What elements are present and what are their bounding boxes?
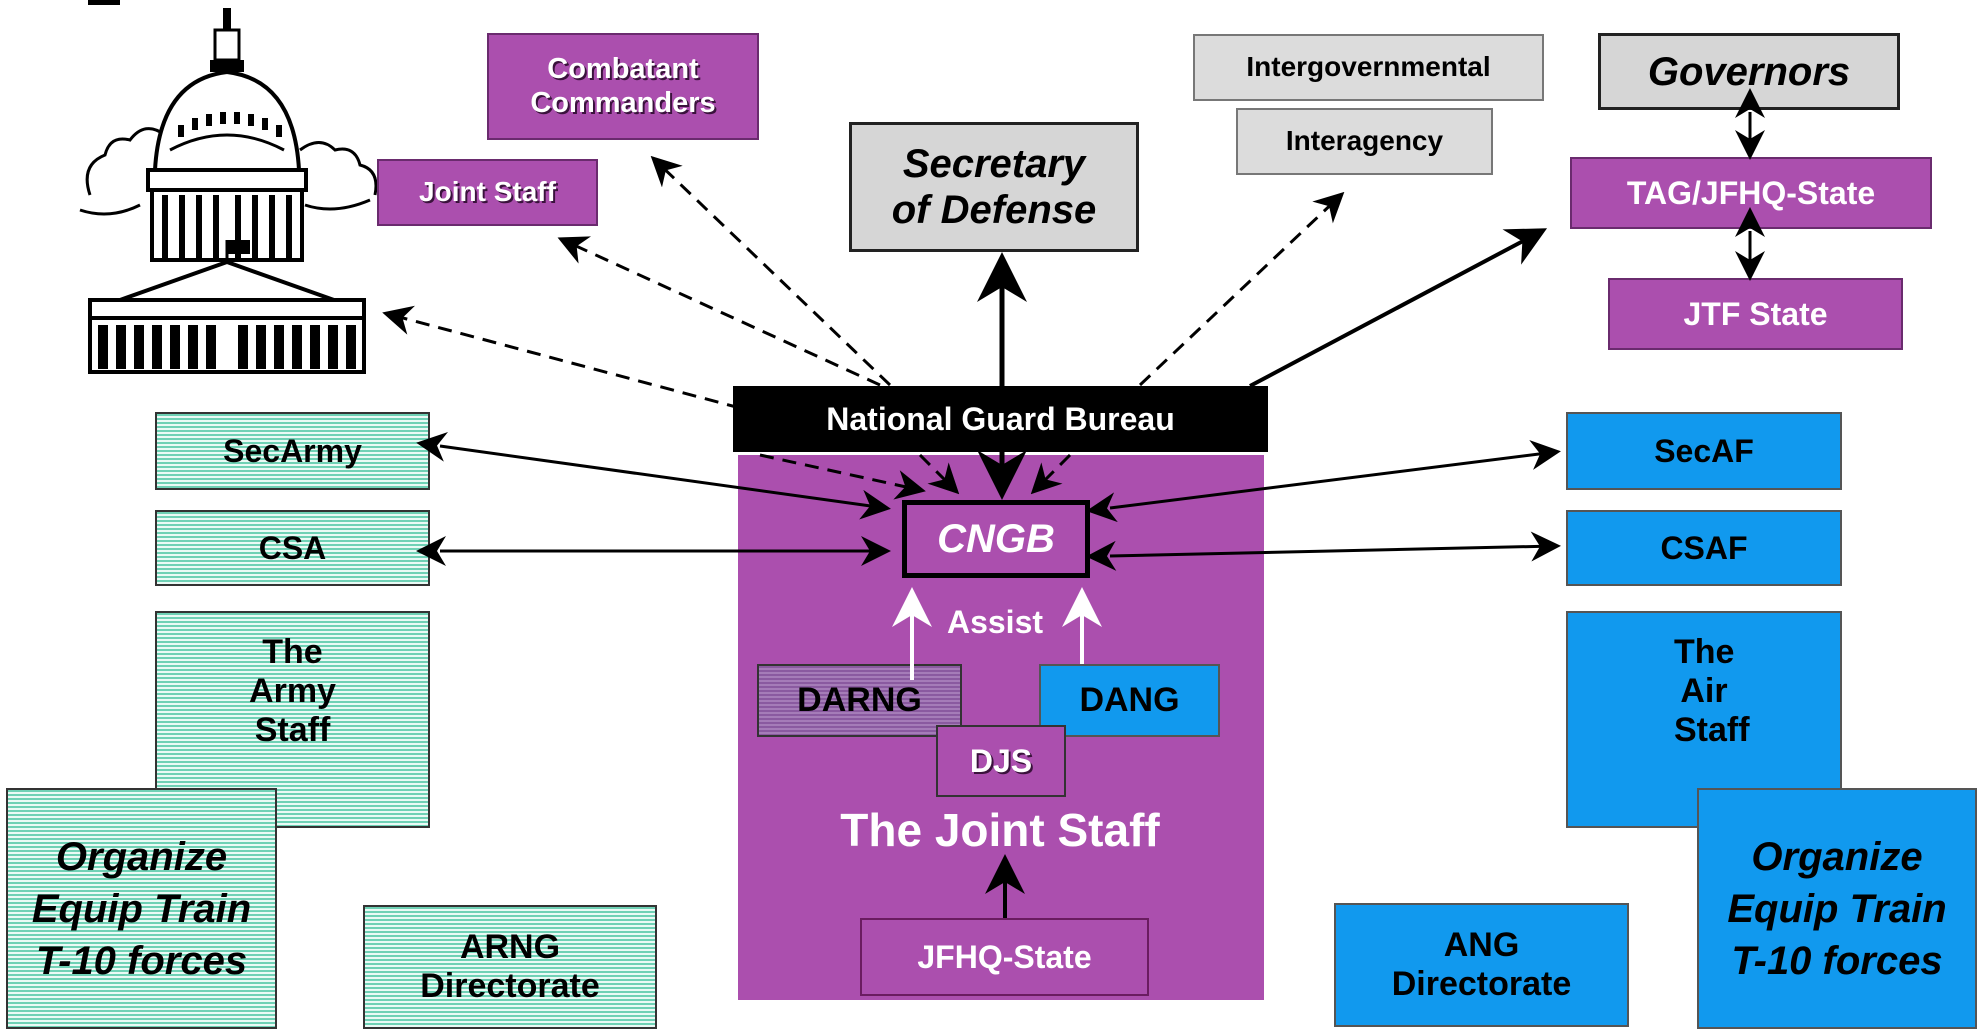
secretary-of-defense-box[interactable]: Secretary of Defense (849, 122, 1139, 252)
csaf-box[interactable]: CSAF (1566, 510, 1842, 586)
jfhq-state-label: JFHQ-State (917, 938, 1092, 975)
jtf-state-box[interactable]: JTF State (1608, 278, 1903, 350)
arrow-to-congress (382, 305, 786, 422)
arrow-to-intergovernmental (1138, 191, 1345, 387)
sec-af-box[interactable]: SecAF (1566, 412, 1842, 490)
sec-af-label: SecAF (1654, 432, 1754, 469)
csaf-label: CSAF (1660, 529, 1748, 566)
arrow-to-governors (1249, 228, 1548, 388)
interagency-label: Interagency (1285, 125, 1444, 157)
governors-box[interactable]: Governors (1598, 33, 1900, 110)
national-guard-bureau-label: National Guard Bureau (826, 400, 1175, 437)
sec-army-label: SecArmy (223, 432, 362, 469)
assist-label-box: Assist (920, 600, 1070, 644)
organize-right-box[interactable]: Organize Equip Train T-10 forces (1697, 788, 1977, 1029)
arng-directorate-label: ARNG Directorate (420, 927, 600, 1005)
arng-directorate-box[interactable]: ARNG Directorate (363, 905, 657, 1029)
ang-directorate-label: ANG Directorate (1391, 925, 1572, 1003)
cngb-label: CNGB (937, 517, 1055, 561)
tag-jfhq-state-box[interactable]: TAG/JFHQ-State (1570, 157, 1932, 229)
the-joint-staff-label: The Joint Staff (840, 803, 1160, 856)
air-staff-label: The Air Staff (1674, 633, 1750, 750)
corner-mark (88, 0, 120, 5)
governors-label: Governors (1647, 49, 1851, 94)
darng-label: DARNG (797, 680, 922, 719)
csa-label: CSA (258, 529, 327, 566)
assist-label: Assist (946, 603, 1044, 640)
darng-box[interactable]: DARNG (757, 664, 962, 737)
army-staff-label: The Army Staff (249, 633, 336, 750)
jtf-state-label: JTF State (1683, 295, 1828, 332)
national-guard-bureau-box[interactable]: National Guard Bureau (733, 386, 1268, 452)
djs-label: DJS (969, 742, 1033, 779)
csa-box[interactable]: CSA (155, 510, 430, 586)
cngb-box[interactable]: CNGB (902, 500, 1090, 578)
organize-left-box[interactable]: Organize Equip Train T-10 forces (6, 788, 277, 1029)
dang-label: DANG (1079, 680, 1180, 719)
capitol-building-icon (79, 8, 378, 374)
joint-staff-top-box[interactable]: Joint Staff (377, 159, 598, 226)
djs-box[interactable]: DJS (936, 725, 1066, 797)
jfhq-state-box[interactable]: JFHQ-State (860, 918, 1149, 996)
tag-jfhq-state-label: TAG/JFHQ-State (1626, 174, 1876, 211)
combatant-commanders-label: Combatant Commanders (530, 53, 716, 119)
organize-right-label: Organize Equip Train T-10 forces (1727, 834, 1947, 983)
ang-directorate-box[interactable]: ANG Directorate (1334, 903, 1629, 1027)
combatant-commanders-box[interactable]: Combatant Commanders (487, 33, 759, 140)
organize-left-label: Organize Equip Train T-10 forces (31, 834, 252, 983)
sec-army-box[interactable]: SecArmy (155, 412, 430, 490)
intergovernmental-box[interactable]: Intergovernmental (1193, 34, 1544, 101)
intergovernmental-label: Intergovernmental (1246, 51, 1491, 83)
the-joint-staff-title: The Joint Staff (800, 800, 1200, 860)
arrow-to-joint-staff (557, 236, 881, 387)
interagency-box[interactable]: Interagency (1236, 108, 1493, 175)
joint-staff-top-label: Joint Staff (419, 176, 556, 208)
secretary-of-defense-label: Secretary of Defense (891, 142, 1097, 232)
dang-box[interactable]: DANG (1039, 664, 1220, 737)
